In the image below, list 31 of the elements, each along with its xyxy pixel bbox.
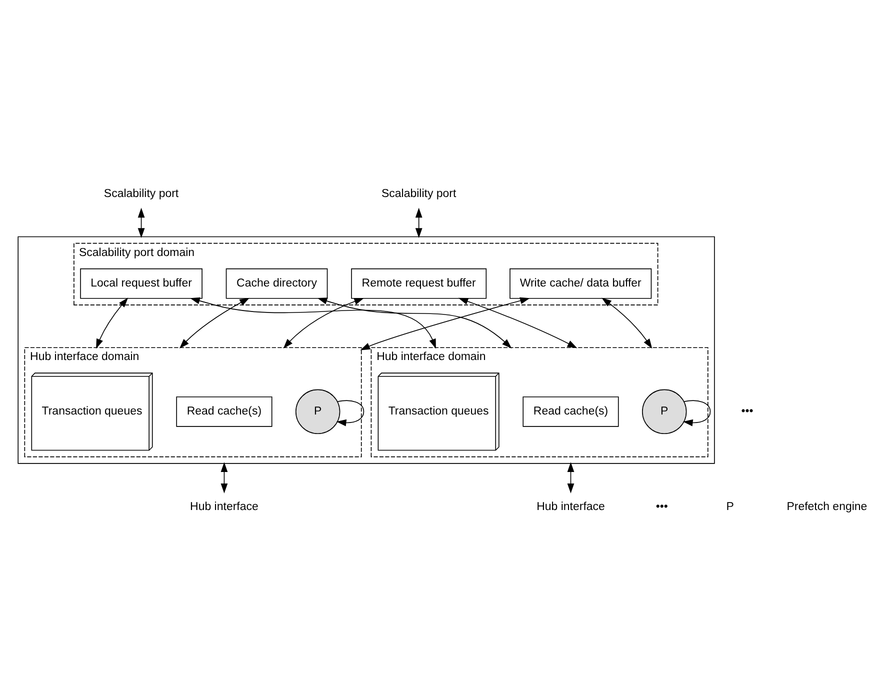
node-box: Remote request buffer (351, 268, 487, 298)
node-box: Write cache/ data buffer (510, 268, 652, 298)
arrow (179, 297, 250, 348)
node-text: Hub interface (190, 500, 258, 512)
arrow (336, 400, 364, 426)
node-box: Read cache(s) (176, 396, 272, 426)
arrow (220, 462, 228, 493)
node-text: Scalability port (104, 188, 179, 200)
node-text: Hub interface (536, 500, 605, 512)
arrow (458, 297, 578, 348)
arrow (96, 297, 128, 348)
cluster (18, 236, 715, 464)
node-box: Local request buffer (80, 268, 202, 298)
arrow (190, 296, 436, 348)
arrow (317, 297, 512, 348)
arrow (360, 296, 530, 350)
arrow (283, 297, 364, 348)
node-circle: P (642, 388, 687, 434)
node-box: Cache directory (226, 268, 328, 298)
legend-label: Prefetch engine (786, 500, 868, 512)
arrow (602, 297, 652, 348)
node-circle: P (295, 388, 340, 434)
label: P (726, 500, 734, 512)
arrow (682, 400, 711, 426)
node-text: Scalability port (381, 188, 456, 200)
label: ••• (741, 405, 754, 418)
label: ••• (656, 500, 668, 512)
arrow (567, 462, 574, 493)
arrow (138, 207, 145, 238)
node-box: Read cache(s) (522, 396, 619, 426)
arrow (415, 207, 422, 238)
